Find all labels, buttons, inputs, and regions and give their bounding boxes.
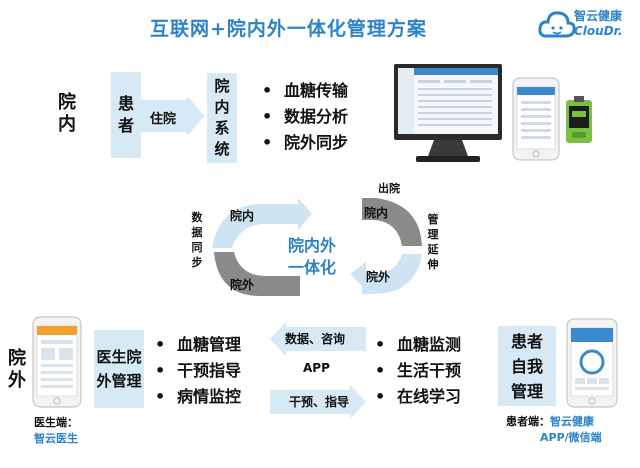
hospital-system-label: 院内系统 (214, 77, 230, 158)
cloud-logo-icon (538, 11, 576, 38)
management-extension-label: 管理延伸 (427, 213, 439, 271)
cycle-label-bottom-right: 院外 (366, 270, 391, 284)
patient-feature: 在线学习 (375, 384, 461, 410)
patient-feature-list: 血糖监测 生活干预 在线学习 (375, 332, 461, 410)
admission-arrow (141, 96, 205, 136)
inpatient-feature: 血糖传输 (262, 78, 348, 104)
doctor-phone-image (32, 316, 82, 408)
doctor-feature: 血糖管理 (155, 332, 241, 358)
glucose-meter-image (566, 96, 592, 143)
computer-monitor-image (394, 64, 502, 162)
page-title: 互联网+院内外一体化管理方案 (150, 18, 427, 40)
data-flow-arrow-left (270, 322, 366, 356)
doctor-caption-1: 医生端： (34, 416, 78, 429)
inpatient-feature: 数据分析 (262, 104, 348, 130)
cycle-label-top-left: 院内 (230, 209, 255, 223)
data-flow-label: 数据、咨询 (285, 332, 346, 346)
doctor-caption-2: 智云医生 (34, 432, 78, 445)
logo-text-cn: 智云健康 (574, 9, 623, 23)
patient-self-management-box: 患者自我管理 (498, 326, 556, 406)
app-label: APP (303, 361, 330, 375)
hospital-system-box: 院内系统 (207, 73, 237, 163)
data-sync-label: 数据同步 (191, 211, 203, 269)
cycle-label-bottom-left: 院外 (230, 278, 255, 292)
patient-box: 患者 (111, 72, 141, 158)
patient-caption-2: APP/微信端 (540, 431, 602, 444)
inpatient-feature: 院外同步 (262, 130, 348, 156)
guidance-flow-arrow-right (270, 385, 366, 419)
patient-caption-1: 患者端：智云健康 (506, 413, 594, 429)
patient-caption-1b: 智云健康 (550, 415, 594, 428)
cycle-center-line2: 一体化 (288, 258, 337, 277)
patient-caption-1a: 患者端： (506, 415, 550, 428)
doctor-feature: 干预指导 (155, 358, 241, 384)
cycle-diagram (212, 198, 422, 296)
patient-box-label: 患者 (117, 94, 134, 135)
cycle-label-top-right: 院内 (364, 206, 389, 220)
doctor-feature: 病情监控 (155, 384, 241, 410)
cycle-center-line1: 院内外 (288, 236, 337, 255)
patient-app-phone-image (566, 318, 618, 408)
inpatient-section-label: 院内 (58, 92, 76, 135)
guidance-flow-label: 干预、指导 (289, 395, 350, 409)
patient-feature: 血糖监测 (375, 332, 461, 358)
admission-arrow-label: 住院 (150, 112, 177, 127)
logo-text-en: ClouDr. (574, 24, 623, 38)
doctor-feature-list: 血糖管理 干预指导 病情监控 (155, 332, 241, 410)
outpatient-section-label: 院外 (8, 348, 26, 391)
discharge-label: 出院 (378, 182, 400, 195)
inpatient-feature-list: 血糖传输 数据分析 院外同步 (262, 78, 348, 156)
patient-phone-image (512, 77, 560, 161)
doctor-management-label: 医生院外管理 (96, 348, 142, 390)
patient-feature: 生活干预 (375, 358, 461, 384)
doctor-management-box: 医生院外管理 (94, 330, 144, 408)
patient-self-management-label: 患者自我管理 (510, 331, 543, 401)
